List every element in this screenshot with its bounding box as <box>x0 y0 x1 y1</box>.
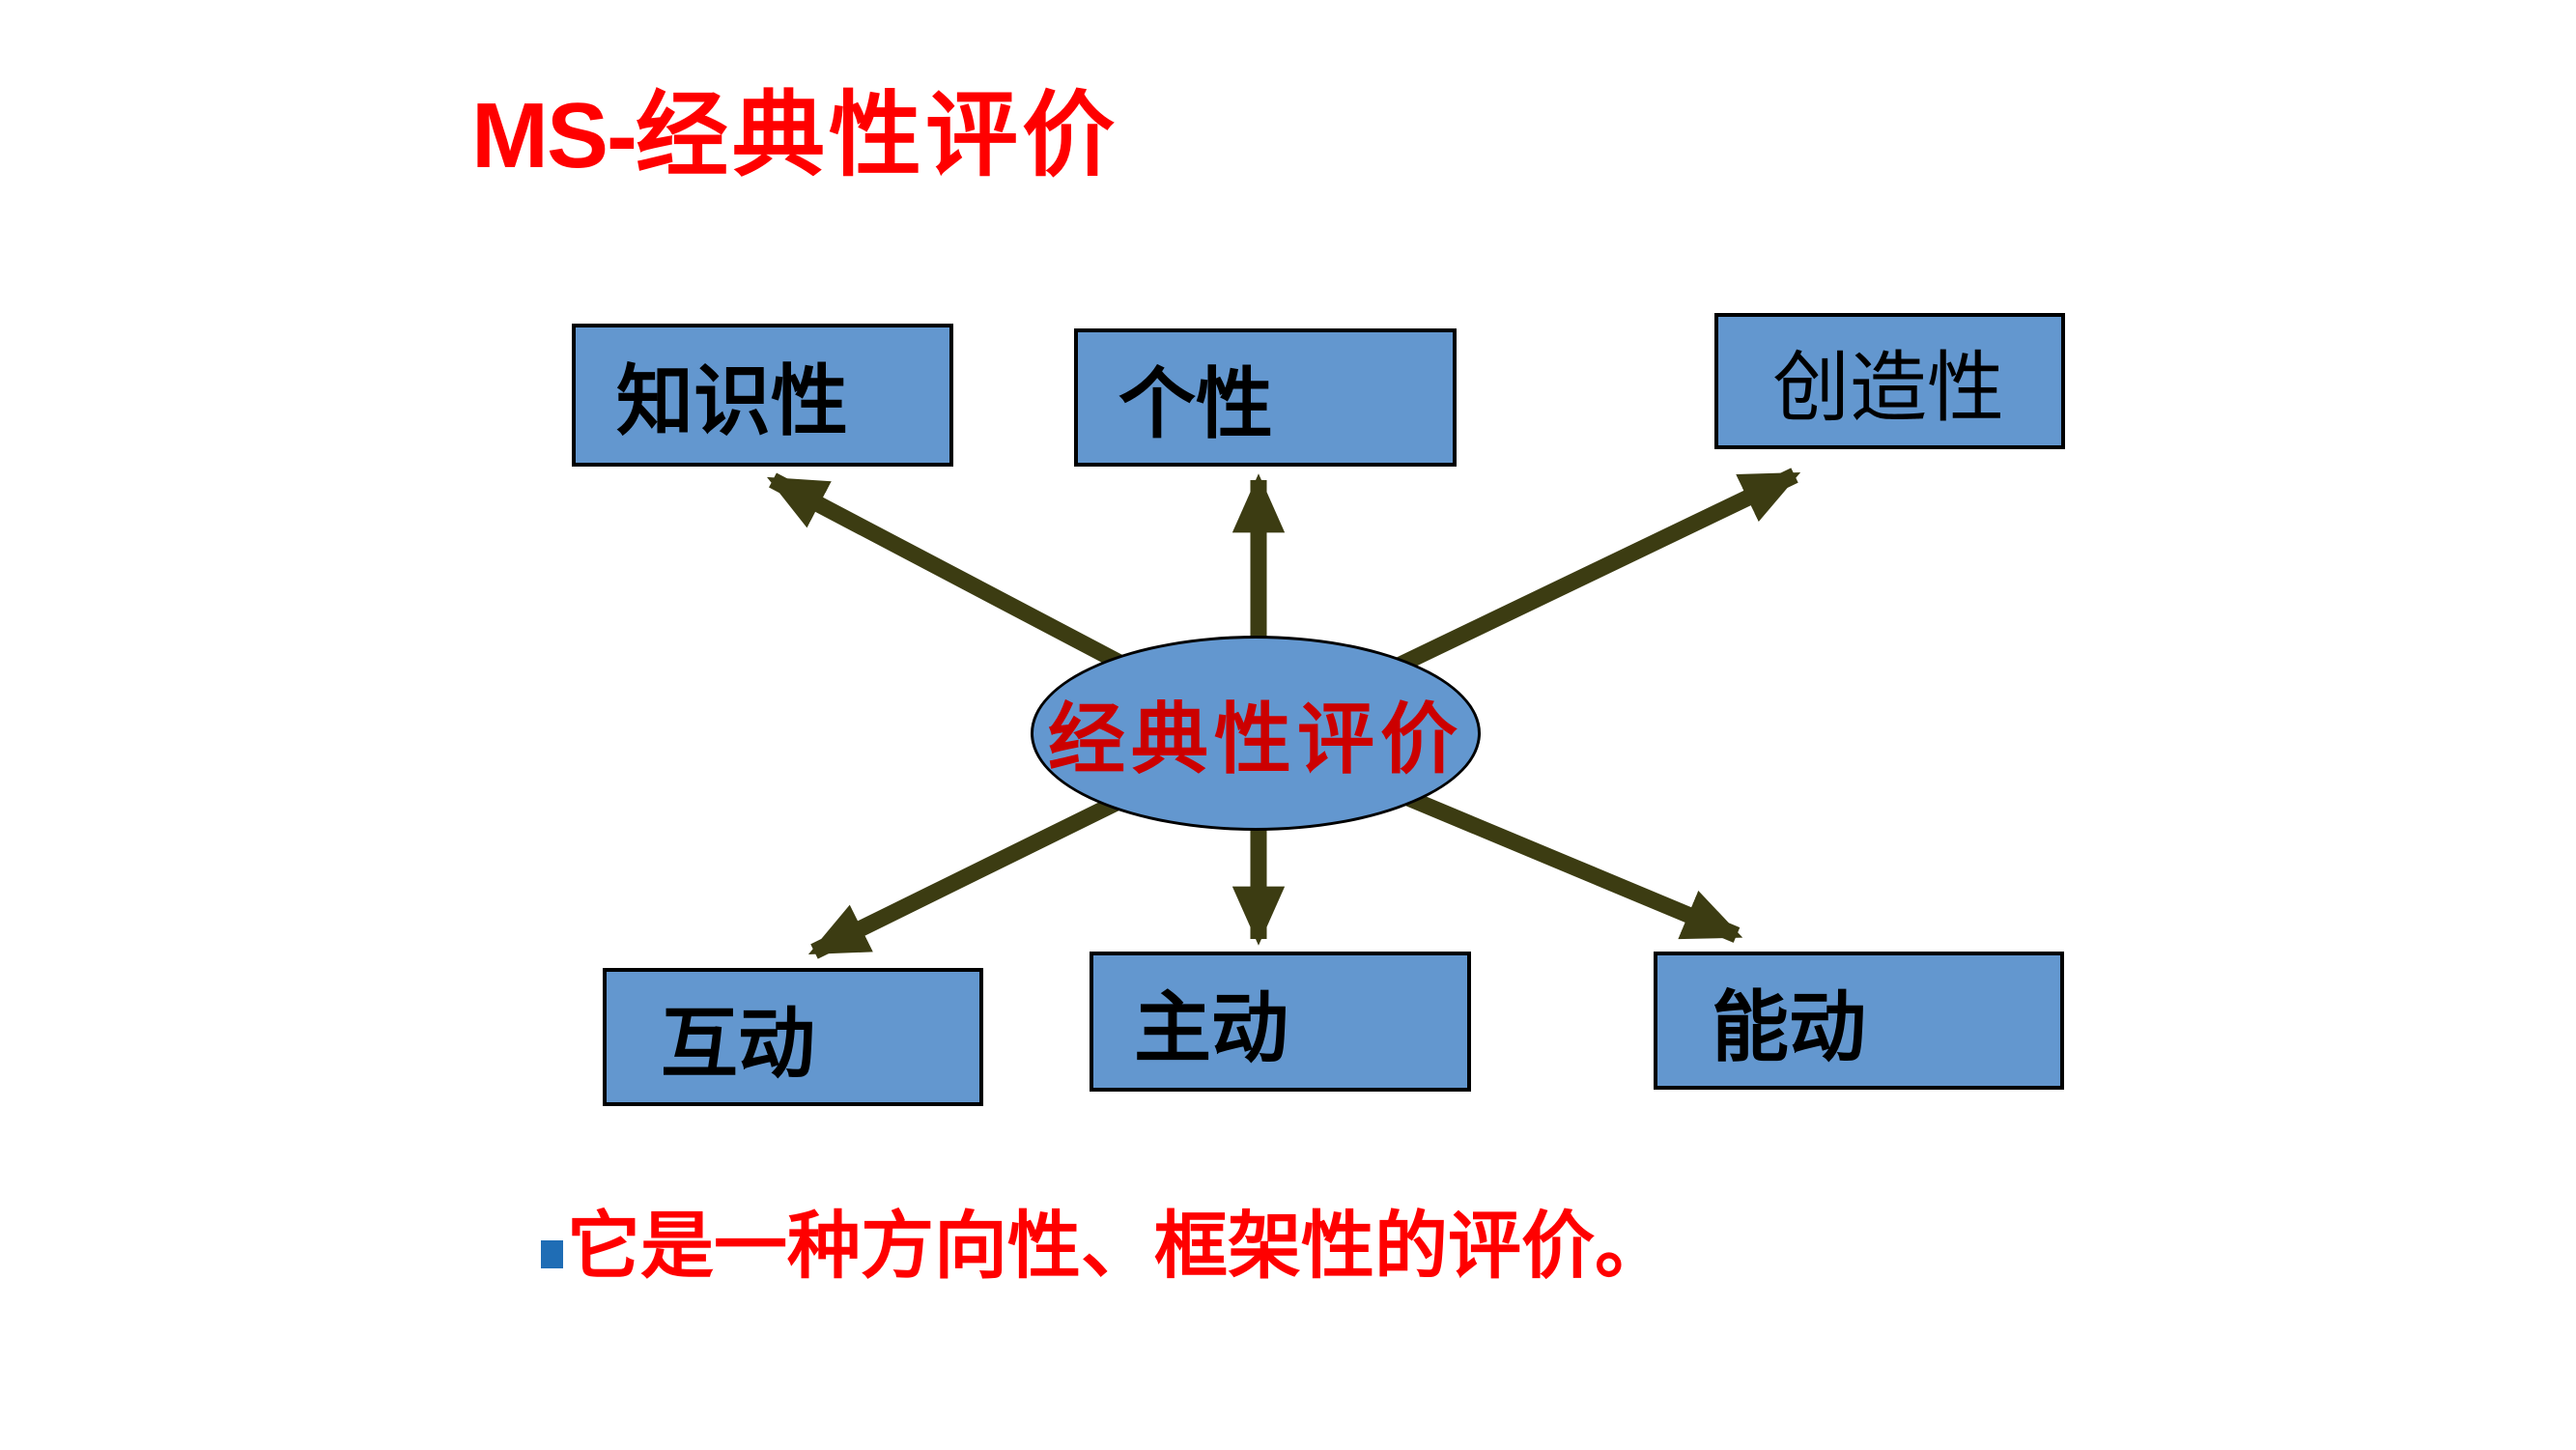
bullet-square-icon <box>541 1240 563 1268</box>
node-interaction: 互动 <box>603 968 983 1106</box>
center-ellipse-label: 经典性评价 <box>1048 698 1463 783</box>
bullet-line: 它是一种方向性、框架性的评价。 <box>541 1206 1668 1290</box>
node-knowledge-label: 知识性 <box>616 360 848 445</box>
page-title: MS-经典性评价 <box>471 85 1118 187</box>
bullet-text: 它是一种方向性、框架性的评价。 <box>567 1207 1668 1288</box>
node-creativity-label: 创造性 <box>1772 346 2004 432</box>
node-initiative-label: 主动 <box>1134 986 1288 1072</box>
page-title-prefix: MS- <box>471 84 637 187</box>
node-interaction-label: 互动 <box>661 1002 815 1088</box>
node-knowledge: 知识性 <box>572 324 953 467</box>
center-ellipse: 经典性评价 <box>1031 636 1481 831</box>
page-title-main: 经典性评价 <box>635 84 1118 187</box>
node-initiative: 主动 <box>1090 952 1471 1092</box>
node-agency-label: 能动 <box>1712 985 1866 1071</box>
node-individuality: 个性 <box>1074 328 1457 467</box>
node-creativity: 创造性 <box>1714 313 2065 449</box>
node-individuality-label: 个性 <box>1118 362 1273 448</box>
node-agency: 能动 <box>1654 952 2064 1090</box>
